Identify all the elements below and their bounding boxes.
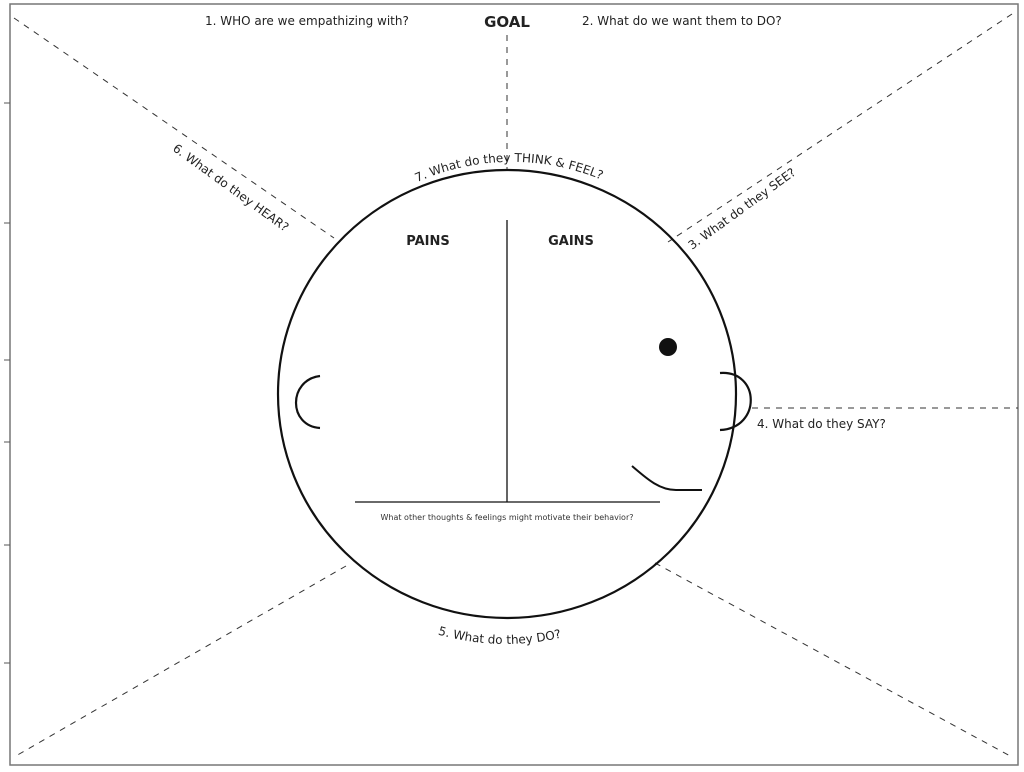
ear-gap: [718, 372, 724, 430]
divider-top-right: [667, 13, 1013, 243]
divider-bottom-right: [654, 562, 1013, 758]
mouth: [631, 465, 702, 491]
divider-bottom-left: [13, 565, 347, 758]
head-outline: [276, 168, 738, 620]
gains-label: GAINS: [548, 234, 594, 249]
who-label: 1. WHO are we empathizing with?: [205, 14, 409, 28]
motivation-label: What other thoughts & feelings might mot…: [380, 513, 633, 522]
right-ear: [719, 371, 752, 432]
say-label: 4. What do they SAY?: [757, 417, 886, 431]
left-ear: [295, 374, 321, 430]
divider-top-left: [13, 17, 335, 239]
eye: [659, 338, 677, 356]
do-goal-label: 2. What do we want them to DO?: [582, 14, 782, 28]
goal-label: GOAL: [484, 13, 530, 31]
pains-label: PAINS: [406, 234, 449, 249]
canvas-border: [9, 3, 1019, 766]
left-tick-marks: [4, 102, 10, 664]
